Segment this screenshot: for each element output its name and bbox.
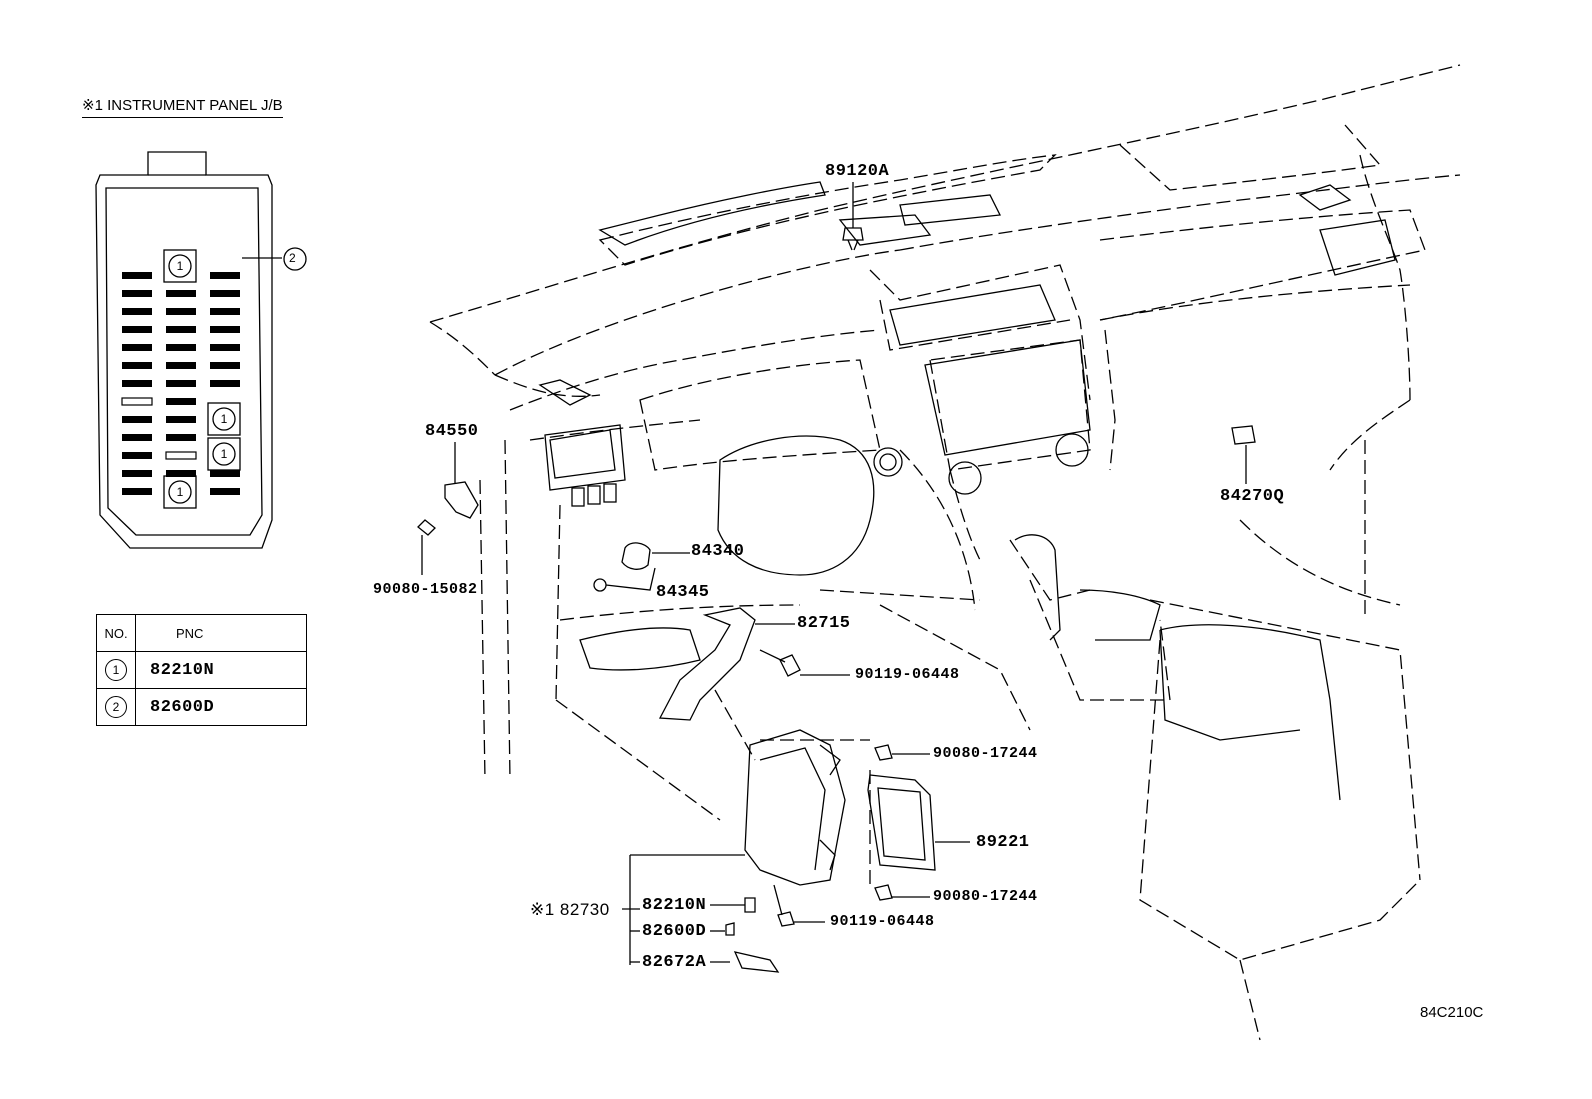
fuse-slot (166, 398, 196, 405)
part-label-89221[interactable]: 89221 (976, 833, 1030, 852)
part-label-82600D[interactable]: 82600D (642, 922, 707, 941)
part-label-90080-17244-upper[interactable]: 90080-17244 (933, 745, 1038, 762)
fuse-slot (122, 290, 152, 297)
fuse-slot (210, 470, 240, 477)
row-pnc: 82600D (135, 688, 307, 726)
fuse-marker: 1 (163, 249, 197, 283)
fuse-slot (165, 451, 197, 460)
row-number: 1 (105, 659, 127, 681)
fuse-slot (122, 488, 152, 495)
row-number: 2 (105, 696, 127, 718)
junction-callout-number: 2 (289, 251, 296, 265)
fuse-slot (122, 470, 152, 477)
part-label-82672A[interactable]: 82672A (642, 953, 707, 972)
fuse-slot (210, 272, 240, 279)
part-label-90119-06448-upper[interactable]: 90119-06448 (855, 666, 960, 683)
pnc-table-header: NO. PNC (96, 614, 307, 652)
part-label-89120A[interactable]: 89120A (825, 162, 890, 181)
fuse-slot (166, 362, 196, 369)
fuse-slot (122, 344, 152, 351)
part-label-82715[interactable]: 82715 (797, 614, 851, 633)
part-label-82210N[interactable]: 82210N (642, 896, 707, 915)
part-89221-shape (867, 744, 970, 901)
fuse-slot (122, 326, 152, 333)
fuse-slot (122, 380, 152, 387)
fuse-slot (122, 362, 152, 369)
part-82730-shape (630, 729, 846, 886)
fuse-slot (166, 344, 196, 351)
fuse-slot (166, 326, 196, 333)
junction-block-title: ※1 INSTRUMENT PANEL J/B (82, 98, 283, 118)
fuse-markers: 1 1 1 1 (163, 249, 241, 509)
dashboard-details (538, 181, 1396, 801)
fuse-slot (210, 362, 240, 369)
part-84270Q-shape (1231, 425, 1256, 484)
part-84550-shape (417, 442, 479, 575)
part-label-90119-06448-lower[interactable]: 90119-06448 (830, 913, 935, 930)
fuse-slot (210, 308, 240, 315)
fuse-slot (166, 290, 196, 297)
part-89120A-shape (842, 182, 864, 251)
part-bolt-lower-shape (773, 884, 825, 927)
fuse-slot (166, 416, 196, 423)
fuse-slot (166, 434, 196, 441)
fuse-slot (122, 434, 152, 441)
fuse-slot (122, 272, 152, 279)
table-row: 2 82600D (96, 688, 307, 726)
fuse-marker-number: 1 (221, 447, 228, 461)
fuse-marker-number: 1 (177, 485, 184, 499)
table-row: 1 82210N (96, 651, 307, 689)
part-label-90080-17244-lower[interactable]: 90080-17244 (933, 888, 1038, 905)
part-82715-shape (658, 607, 850, 721)
row-pnc: 82210N (135, 651, 307, 689)
part-label-84340[interactable]: 84340 (691, 542, 745, 561)
fuse-slot (166, 470, 196, 477)
fuse-slot (121, 397, 153, 406)
assembly-bracket (622, 855, 780, 973)
fuse-slot (122, 416, 152, 423)
pnc-header-pnc: PNC (135, 614, 307, 652)
fuse-slot (210, 380, 240, 387)
pnc-table: NO. PNC 1 82210N 2 82600D (96, 614, 307, 726)
part-label-84550[interactable]: 84550 (425, 422, 479, 441)
fuse-slot (166, 380, 196, 387)
fuse-slot (210, 290, 240, 297)
fuse-slot (122, 452, 152, 459)
fuse-slot (166, 308, 196, 315)
fuse-slot (210, 344, 240, 351)
part-label-84345[interactable]: 84345 (656, 583, 710, 602)
fuse-marker-number: 1 (177, 259, 184, 273)
fuse-slot (210, 488, 240, 495)
part-label-82730[interactable]: ※1 82730 (530, 900, 610, 919)
fuse-slot (210, 326, 240, 333)
junction-block-outline (95, 151, 307, 549)
dashboard-outline (429, 64, 1461, 1041)
fuse-marker-number: 1 (221, 412, 228, 426)
fuse-slot (122, 308, 152, 315)
fuse-slots (121, 272, 240, 495)
fuse-marker: 1 (163, 475, 197, 509)
fuse-marker: 1 (207, 402, 241, 436)
part-84340-shape (593, 542, 690, 592)
part-label-90080-15082[interactable]: 90080-15082 (373, 581, 478, 598)
fuse-marker: 1 (207, 437, 241, 471)
diagram-code: 84C210C (1420, 1004, 1484, 1021)
part-label-84270Q[interactable]: 84270Q (1220, 487, 1285, 506)
pnc-header-no: NO. (96, 614, 136, 652)
